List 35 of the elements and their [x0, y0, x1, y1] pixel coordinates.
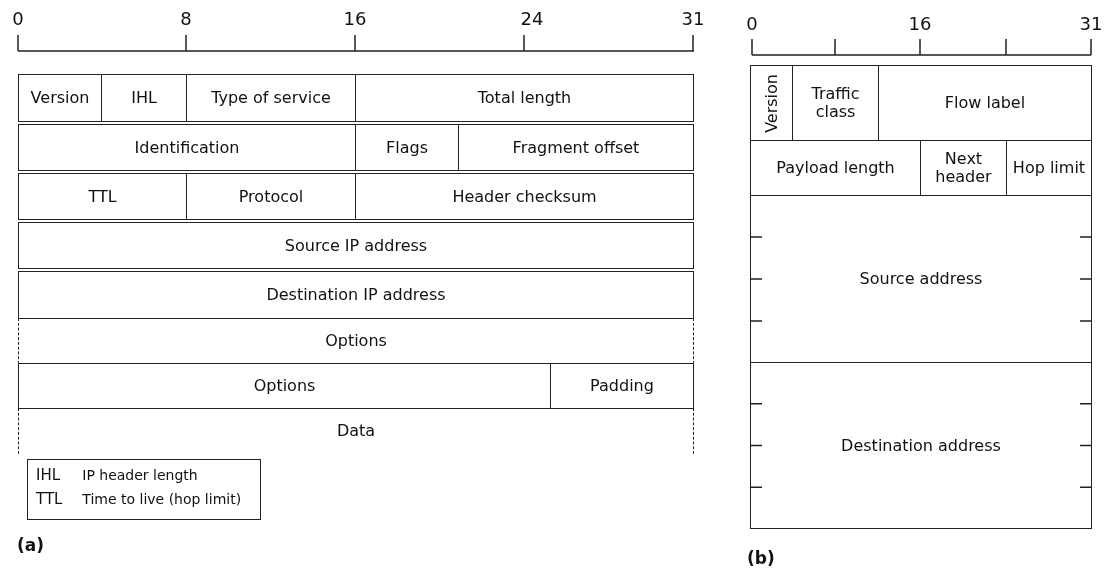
- bit-number: 31: [1079, 13, 1103, 34]
- header-field: Padding: [550, 363, 694, 409]
- bit-number: 16: [343, 8, 367, 29]
- header-field: Source IP address: [18, 222, 694, 269]
- header-field: Identification: [18, 124, 356, 171]
- abbreviation-legend: [27, 459, 261, 520]
- header-field: Version: [18, 74, 102, 122]
- panel-tag: (a): [17, 535, 44, 555]
- bit-number: 24: [520, 8, 544, 29]
- variable-length-field: Data: [18, 408, 694, 454]
- bit-number: 8: [180, 8, 192, 29]
- header-field: Options: [18, 363, 551, 409]
- header-field: Destination address: [750, 362, 1092, 529]
- header-field: IHL: [101, 74, 187, 122]
- field-name: Version: [762, 73, 781, 133]
- header-field: Type of service: [186, 74, 356, 122]
- bit-number: 31: [681, 8, 705, 29]
- header-field: Source address: [750, 195, 1092, 363]
- header-field: Flags: [355, 124, 459, 171]
- header-field: Destination IP address: [18, 271, 694, 319]
- bit-number: 0: [746, 13, 758, 34]
- header-field: Protocol: [186, 173, 356, 220]
- header-field: [750, 65, 793, 141]
- header-field: Header checksum: [355, 173, 694, 220]
- header-field: TTL: [18, 173, 187, 220]
- abbreviation-meaning: Time to live (hop limit): [82, 489, 243, 509]
- bit-number: 16: [908, 13, 932, 34]
- panel-tag: (b): [747, 548, 775, 568]
- bit-number: 0: [12, 8, 24, 29]
- abbreviation: IHL: [36, 466, 62, 486]
- header-field: Fragment offset: [458, 124, 694, 171]
- header-field: Total length: [355, 74, 694, 122]
- abbreviation-meaning: IP header length: [82, 466, 199, 485]
- header-field: Flow label: [878, 65, 1092, 141]
- abbreviation: TTL: [36, 489, 64, 510]
